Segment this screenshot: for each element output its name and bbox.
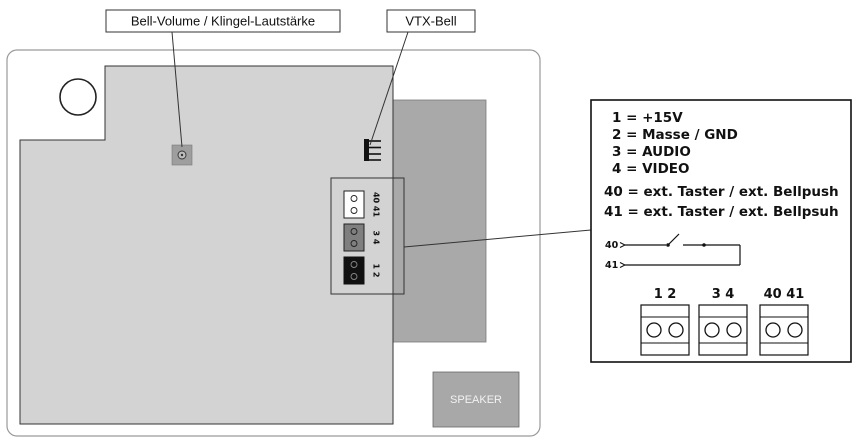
legend-lines: 1 = +15V 2 = Masse / GND 3 = AUDIO 4 = V… — [604, 110, 839, 220]
terminal-block-40-41: 40 41 — [759, 287, 809, 356]
speaker: SPEAKER — [432, 371, 520, 428]
legend-line: 3 = AUDIO — [612, 144, 691, 160]
pcb-board — [19, 65, 394, 425]
callout-vtx-bell: VTX-Bell — [369, 9, 476, 146]
connector-area — [330, 177, 405, 295]
bell-volume-potentiometer[interactable] — [171, 144, 193, 166]
terminal-block-1-2: 1 2 — [640, 287, 690, 356]
switch-wire-label-41: 41 — [605, 260, 618, 271]
legend-line: 4 = VIDEO — [612, 161, 689, 177]
pcb-connector-3-4: 3 4 — [343, 223, 381, 252]
pcb-connector-label-3-4: 3 4 — [372, 231, 381, 245]
bellpush-switch-schematic: 40 41 — [605, 233, 741, 271]
legend-leader-line — [403, 229, 592, 248]
legend-line: 41 = ext. Taster / ext. Bellpsuh — [604, 204, 839, 220]
callout-bell-volume: Bell-Volume / Klingel-Lautstärke — [105, 9, 341, 148]
legend-line: 40 = ext. Taster / ext. Bellpush — [604, 184, 839, 200]
callout-bell-volume-text: Bell-Volume / Klingel-Lautstärke — [131, 14, 315, 29]
terminal-label-40-41: 40 41 — [764, 287, 805, 302]
terminal-label-1-2: 1 2 — [654, 287, 677, 302]
pcb-connector-label-40-41: 40 41 — [372, 192, 381, 217]
legend-line: 1 = +15V — [612, 110, 683, 126]
terminal-label-3-4: 3 4 — [712, 287, 735, 302]
pcb-connector-40-41: 40 41 — [343, 190, 381, 219]
speaker-label: SPEAKER — [450, 394, 502, 406]
pcb-connector-label-1-2: 1 2 — [372, 264, 381, 278]
side-strip — [392, 99, 487, 343]
callout-vtx-bell-text: VTX-Bell — [405, 14, 456, 29]
legend-line: 2 = Masse / GND — [612, 127, 738, 143]
pcb-connector-1-2: 1 2 — [343, 256, 381, 285]
mounting-hole — [59, 78, 97, 116]
terminal-block-3-4: 3 4 — [698, 287, 748, 356]
switch-wire-label-40: 40 — [605, 240, 619, 251]
